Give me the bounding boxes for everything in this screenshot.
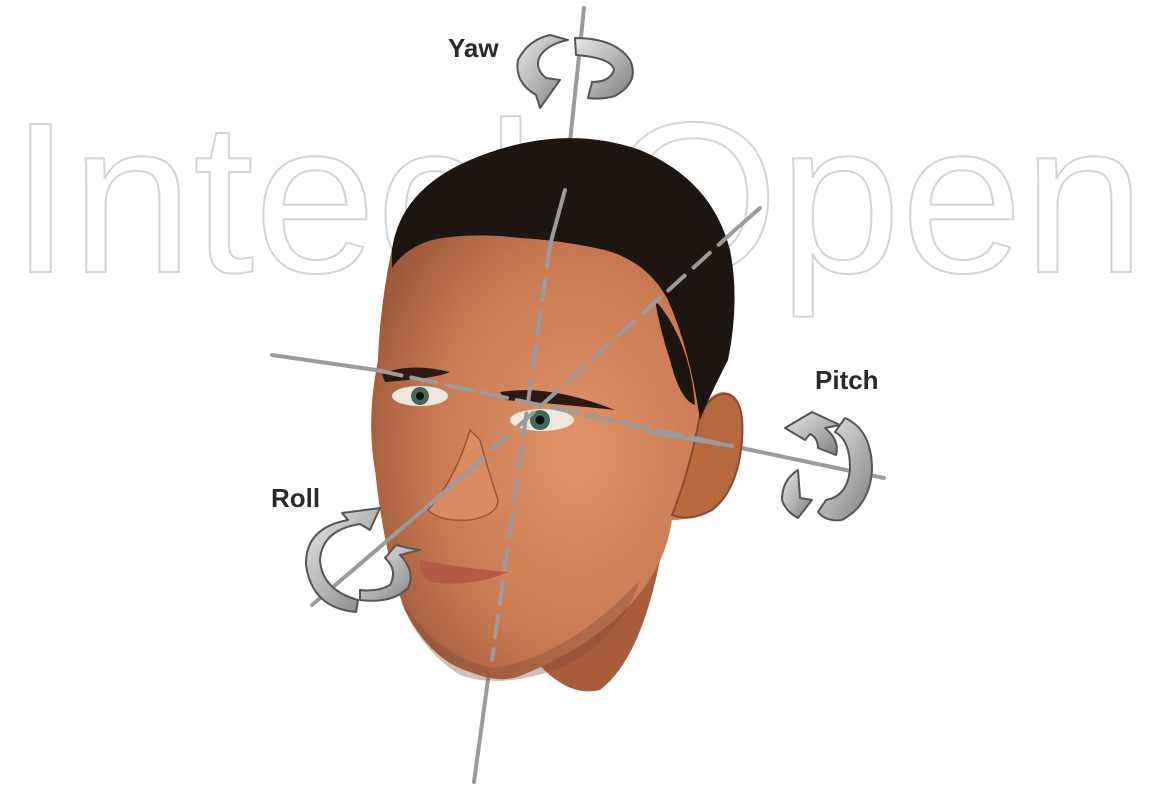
yaw-label: Yaw [448,33,499,63]
yaw-axis-bottom [474,665,490,782]
pitch-axis-left [272,355,376,370]
eye-left [392,386,448,406]
pitch-label: Pitch [815,365,879,395]
roll-label: Roll [271,483,320,513]
